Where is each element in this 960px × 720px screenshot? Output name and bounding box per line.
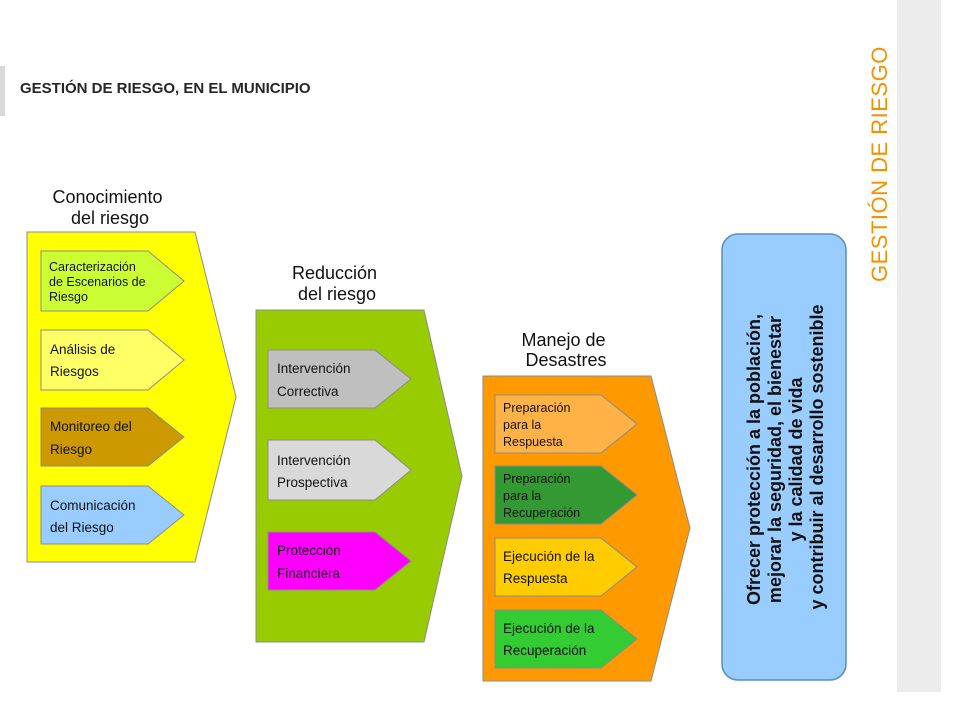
stage-knowledge-heading-line1: Conocimiento [52, 187, 162, 207]
item-prospective-intervention [267, 439, 412, 501]
goal-box [721, 233, 847, 681]
item-label-line: Riesgo [50, 442, 92, 457]
stage-disaster-heading-line1: Manejo de [521, 330, 605, 350]
item-label-line: Preparación [503, 472, 570, 486]
item-response-preparation-label: Preparación para la Respuesta [503, 401, 574, 449]
item-label-line: Financiera [277, 566, 341, 581]
item-label-line: Intervención [277, 361, 351, 376]
item-label-line: Recuperación [503, 506, 580, 520]
item-risk-monitoring-label: Monitoreo del Riesgo [50, 419, 136, 457]
stage-reduction-heading-line1: Reducción [292, 263, 377, 283]
item-scenario-characterization-label: Caracterización de Escenarios de Riesgo [49, 260, 149, 304]
item-label-line: Protección [277, 543, 341, 558]
item-response-preparation [494, 394, 638, 454]
item-scenario-characterization [40, 250, 185, 312]
item-label-line: Respuesta [503, 571, 568, 586]
item-recovery-execution [494, 609, 638, 669]
goal-text-line2: mejorar la seguridad, el bienestar [765, 316, 785, 603]
item-response-execution [494, 537, 638, 597]
right-side-panel [897, 0, 941, 692]
goal-text-line1: Ofrecer protección a la población, [744, 314, 764, 605]
item-risk-communication [40, 485, 185, 545]
item-label-line: Respuesta [503, 435, 563, 449]
item-risk-monitoring [40, 407, 185, 467]
stage-disaster-heading-line2: Desastres [525, 350, 606, 370]
item-label-line: Ejecución de la [503, 621, 595, 636]
item-risk-analysis [40, 329, 185, 391]
stage-reduction-heading-line2: del riesgo [298, 284, 376, 304]
item-financial-protection [267, 531, 412, 591]
item-prospective-intervention-label: Intervención Prospectiva [277, 453, 354, 490]
item-recovery-preparation [494, 465, 638, 525]
item-label-line: de Escenarios de [49, 275, 146, 289]
goal-text: Ofrecer protección a la población, mejor… [744, 304, 827, 609]
item-response-execution-label: Ejecución de la Respuesta [503, 549, 598, 586]
item-label-line: Prospectiva [277, 475, 348, 490]
item-risk-communication-label: Comunicación del Riesgo [50, 498, 139, 535]
goal-text-line3: y la calidad de vida [786, 376, 806, 541]
item-label-line: Recuperación [503, 643, 586, 658]
item-label-line: Riesgo [49, 290, 88, 304]
item-label-line: Caracterización [49, 260, 136, 274]
item-label-line: Análisis de [50, 342, 115, 357]
stage-knowledge-heading: Conocimiento del riesgo [52, 187, 167, 228]
item-corrective-intervention [267, 349, 412, 409]
item-corrective-intervention-label: Intervención Correctiva [277, 361, 354, 399]
item-label-line: para la [503, 489, 541, 503]
item-recovery-execution-label: Ejecución de la Recuperación [503, 621, 598, 658]
stage-knowledge-arrow [26, 231, 237, 563]
item-label-line: para la [503, 418, 541, 432]
item-label-line: Comunicación [50, 498, 136, 513]
item-risk-analysis-label: Análisis de Riesgos [50, 342, 119, 379]
item-label-line: Intervención [277, 453, 351, 468]
stage-disaster-heading: Manejo de Desastres [521, 330, 610, 370]
stage-knowledge-heading-line2: del riesgo [71, 208, 149, 228]
stage-reduction-heading: Reducción del riesgo [292, 263, 382, 304]
slide-title: GESTIÓN DE RIESGO, EN EL MUNICIPIO [20, 80, 311, 97]
item-recovery-preparation-label: Preparación para la Recuperación [503, 472, 580, 520]
item-label-line: Correctiva [277, 384, 339, 399]
item-label-line: del Riesgo [50, 520, 114, 535]
goal-text-line4: y contribuir al desarrollo sostenible [807, 304, 827, 609]
item-label-line: Preparación [503, 401, 570, 415]
item-financial-protection-label: Protección Financiera [277, 543, 345, 581]
item-label-line: Ejecución de la [503, 549, 595, 564]
item-label-line: Monitoreo del [50, 419, 132, 434]
item-label-line: Riesgos [50, 364, 99, 379]
title-accent-bar [0, 66, 5, 116]
